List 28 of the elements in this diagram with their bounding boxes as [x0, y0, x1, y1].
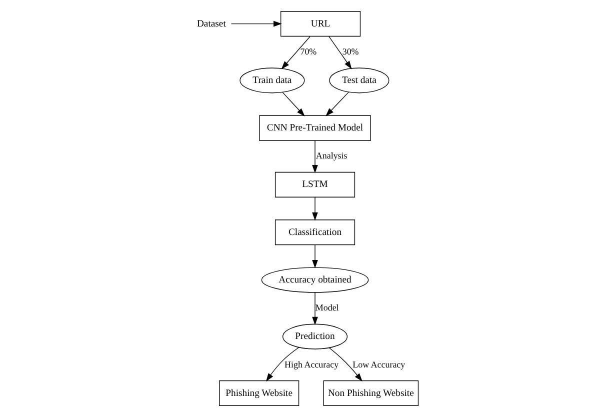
arrow: [325, 92, 349, 116]
node-box: Phishing Website: [218, 380, 299, 406]
arrow: [312, 244, 318, 268]
arrow: [265, 347, 299, 382]
edge-label: Model: [314, 302, 338, 313]
node-ellipse: Test data: [328, 68, 389, 94]
arrow: [328, 348, 362, 382]
arrow: [230, 20, 282, 27]
node-ellipse: Train data: [239, 68, 304, 94]
arrow: [280, 36, 310, 70]
arrow: [282, 92, 304, 116]
edge-label: Low Accuracy: [352, 359, 405, 370]
edge-label: 30%: [342, 46, 358, 56]
node-box: CNN Pre-Trained Model: [258, 115, 370, 141]
arrow: [312, 140, 318, 174]
node-box: URL: [280, 11, 360, 37]
edge-label: 70%: [300, 46, 316, 56]
arrow: [328, 36, 352, 70]
arrow: [312, 196, 318, 221]
node-box: LSTM: [274, 172, 355, 198]
arrow: [312, 292, 318, 326]
edge-label: Analysis: [315, 150, 347, 161]
node-box: Non Phishing Website: [322, 380, 418, 406]
node-box: Classification: [274, 220, 355, 246]
node-ellipse: Prediction: [282, 324, 348, 350]
edge-label: High Accuracy: [284, 359, 338, 370]
node-ellipse: Accuracy obtained: [260, 267, 368, 293]
node-text: Dataset: [196, 18, 226, 30]
